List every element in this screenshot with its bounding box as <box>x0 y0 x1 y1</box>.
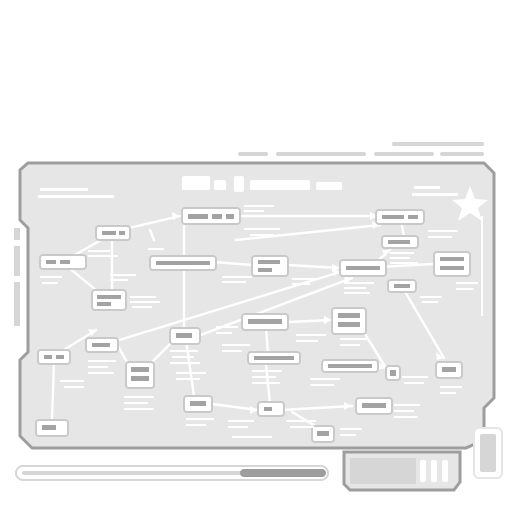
diagram-node <box>37 349 71 365</box>
diagram-node <box>247 351 301 365</box>
left-edge-ticks <box>14 228 20 326</box>
diagram-node <box>321 359 379 373</box>
diagram-node <box>311 425 335 443</box>
progress-slider[interactable] <box>15 465 329 481</box>
diagram-node <box>339 259 387 277</box>
diagram-node <box>39 254 87 270</box>
star-icon <box>452 186 488 221</box>
diagram-node <box>257 401 285 417</box>
dial-icon <box>342 450 462 492</box>
diagram-node <box>385 365 401 381</box>
card-icon <box>473 427 503 479</box>
diagram-node <box>355 397 393 415</box>
diagram-node <box>95 225 131 241</box>
diagram-nodes <box>35 207 471 443</box>
diagram-node <box>85 337 119 353</box>
diagram-node <box>149 255 217 271</box>
diagram-node <box>169 327 201 345</box>
diagram-node <box>35 419 69 437</box>
slider-fill <box>240 469 326 477</box>
diagram-node <box>381 235 419 249</box>
diagram-node <box>91 289 127 311</box>
diagram-node <box>181 207 241 225</box>
diagram-node <box>331 307 367 335</box>
node-annotation-lines <box>40 205 478 438</box>
diagram-node <box>241 313 289 331</box>
diagram-node <box>375 209 425 225</box>
diagram-node <box>387 279 417 293</box>
diagram-node <box>433 251 471 277</box>
right-edge-rule <box>481 216 483 316</box>
diagram-node <box>125 361 155 389</box>
diagram-node <box>435 361 463 379</box>
header-text-blocks <box>38 176 458 198</box>
diagram-node <box>183 395 213 413</box>
top-status-bars <box>238 142 484 156</box>
diagram-node <box>251 255 289 277</box>
